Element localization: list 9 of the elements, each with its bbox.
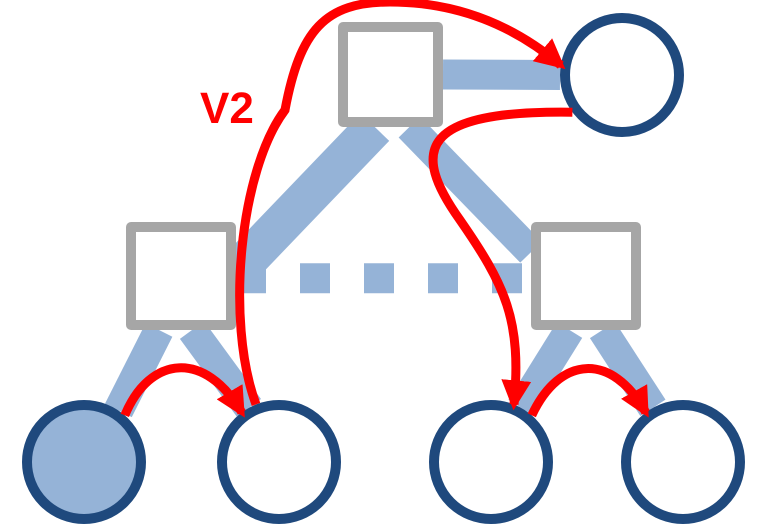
node-square: [338, 22, 443, 127]
node-square: [531, 222, 641, 330]
version-label: V2: [200, 84, 254, 134]
arrow: [235, 0, 566, 406]
node-square: [126, 222, 236, 330]
tree-connector: [442, 60, 560, 90]
arrow: [428, 108, 572, 410]
arrow: [120, 363, 246, 418]
arrow: [528, 364, 650, 418]
